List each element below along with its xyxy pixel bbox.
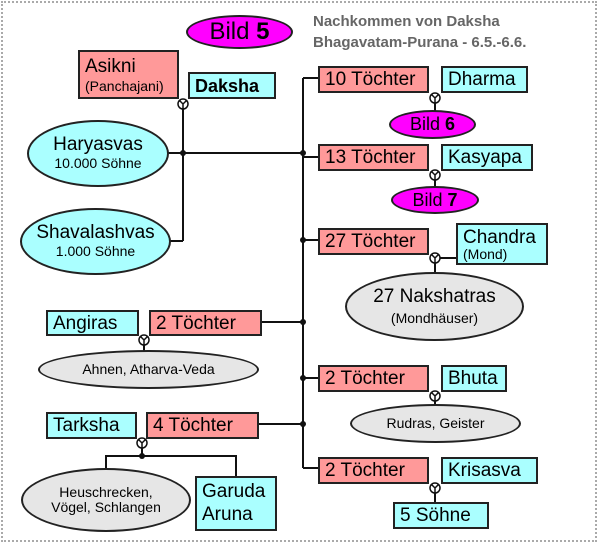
marriage-icon — [138, 334, 150, 346]
krisasva-daughters-box: 2 Töchter — [318, 457, 429, 484]
nakshatras-sub: (Mondhäuser) — [390, 309, 479, 326]
bhuta-box: Bhuta — [441, 365, 507, 392]
aruna-name: Aruna — [202, 503, 253, 525]
chandra-sub: (Mond) — [463, 245, 508, 262]
shavalashvas-ellipse: Shavalashvas 1.000 Söhne — [20, 208, 171, 275]
bild-7-link[interactable]: Bild 7 — [391, 186, 479, 214]
asikni-alias: (Panchajani) — [85, 77, 164, 94]
dharma-daughters-box: 10 Töchter — [318, 66, 429, 93]
chandra-daughters-box: 27 Töchter — [318, 228, 429, 255]
bild-label: Bild — [409, 114, 440, 134]
marriage-icon — [136, 437, 148, 449]
bild-label: Bild — [209, 18, 250, 45]
marriage-icon — [429, 482, 441, 494]
title-line-1: Nachkommen von Daksha — [313, 13, 500, 30]
bild-6-link[interactable]: Bild 6 — [389, 110, 476, 139]
asikni-box: Asikni (Panchajani) — [78, 50, 179, 99]
diagram-title: Nachkommen von Daksha Bhagavatam-Purana … — [313, 11, 526, 53]
marriage-icon — [177, 98, 189, 110]
haryasvas-sub: 10.000 Söhne — [54, 155, 142, 172]
children-line-2: Vögel, Schlangen — [51, 499, 161, 515]
angiras-daughters-box: 2 Töchter — [149, 310, 262, 336]
haryasvas-name: Haryasvas — [53, 134, 143, 156]
chandra-name: Chandra — [463, 226, 536, 248]
tarksha-children-ellipse: Heuschrecken, Vögel, Schlangen — [21, 468, 191, 532]
nakshatras-ellipse: 27 Nakshatras (Mondhäuser) — [345, 272, 524, 341]
haryasvas-ellipse: Haryasvas 10.000 Söhne — [27, 120, 169, 187]
tarksha-daughters-box: 4 Töchter — [146, 412, 259, 439]
asikni-name: Asikni — [85, 55, 136, 77]
bild-number: 5 — [256, 18, 270, 45]
krisasva-box: Krisasva — [441, 457, 538, 484]
tarksha-box: Tarksha — [46, 412, 137, 439]
kasyapa-box: Kasyapa — [441, 144, 533, 171]
bhuta-children-ellipse: Rudras, Geister — [350, 404, 521, 443]
marriage-icon — [429, 169, 441, 181]
krisasva-sons-box: 5 Söhne — [393, 502, 489, 529]
daksha-box: Daksha — [188, 72, 276, 99]
angiras-box: Angiras — [46, 310, 139, 336]
angiras-children-ellipse: Ahnen, Atharva-Veda — [38, 350, 259, 389]
kasyapa-daughters-box: 13 Töchter — [318, 144, 429, 171]
marriage-icon — [429, 390, 441, 402]
garuda-name: Garuda — [202, 480, 266, 502]
children-line-1: Heuschrecken, — [59, 483, 153, 500]
shavalashvas-sub: 1.000 Söhne — [55, 243, 136, 260]
bild-5-link[interactable]: Bild 5 — [186, 15, 293, 49]
shavalashvas-name: Shavalashvas — [36, 222, 155, 244]
marriage-icon — [429, 92, 441, 104]
bhuta-daughters-box: 2 Töchter — [318, 365, 429, 392]
marriage-icon — [429, 252, 441, 264]
dharma-box: Dharma — [441, 66, 528, 93]
chandra-box: Chandra (Mond) — [456, 223, 548, 265]
garuda-aruna-box: Garuda Aruna — [195, 476, 277, 531]
title-line-2: Bhagavatam-Purana - 6.5.-6.6. — [313, 34, 527, 51]
bild-label: Bild — [412, 190, 443, 210]
bild-number: 6 — [445, 114, 456, 134]
nakshatras-name: 27 Nakshatras — [373, 285, 496, 307]
bild-number: 7 — [447, 190, 458, 210]
